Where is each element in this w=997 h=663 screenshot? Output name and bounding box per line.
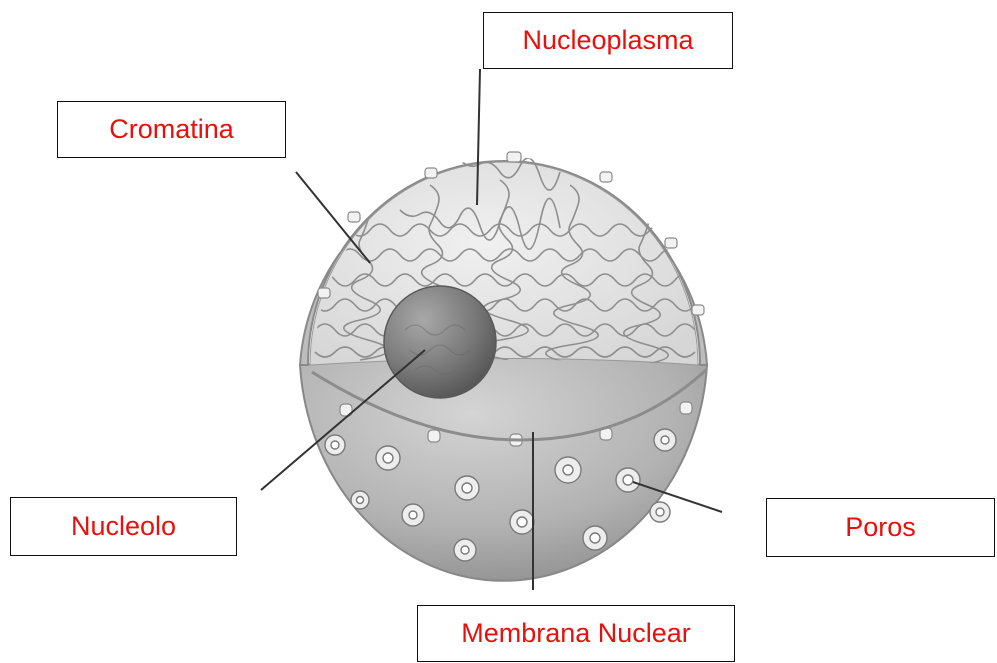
nucleolus [384, 286, 496, 398]
label-nucleolo: Nucleolo [10, 497, 237, 556]
label-membrana-nuclear: Membrana Nuclear [417, 605, 735, 662]
label-poros: Poros [766, 498, 995, 557]
nucleus-outer-shell [300, 358, 707, 581]
nucleoplasma-region [310, 162, 698, 365]
label-cromatina: Cromatina [57, 101, 286, 158]
label-nucleoplasma: Nucleoplasma [483, 12, 733, 69]
